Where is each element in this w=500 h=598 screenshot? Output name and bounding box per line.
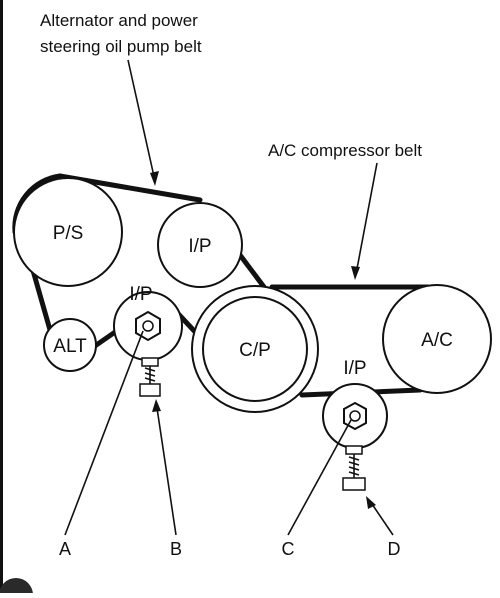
label-d: D bbox=[388, 539, 401, 559]
ip-lower-pulley-label: I/P bbox=[343, 358, 366, 379]
alt-pulley-label: ALT bbox=[53, 336, 87, 357]
ac-pulley-label: A/C bbox=[421, 330, 453, 351]
ac-belt-callout: A/C compressor belt bbox=[268, 141, 422, 160]
alt-belt-leader-arrow bbox=[127, 59, 159, 186]
leader-d bbox=[366, 496, 394, 536]
left-border bbox=[0, 0, 3, 593]
corner-mark bbox=[0, 578, 33, 598]
label-b: B bbox=[170, 539, 182, 559]
cp-pulley-label: C/P bbox=[239, 340, 271, 361]
cp-pulley: C/P bbox=[191, 285, 319, 413]
ps-pulley: P/S bbox=[13, 177, 123, 287]
ac-pulley: A/C bbox=[382, 284, 492, 394]
leader-c bbox=[287, 419, 352, 536]
ac-belt-leader-arrow bbox=[351, 162, 378, 280]
adjusting-bolt-d bbox=[342, 445, 366, 491]
alt-pulley: ALT bbox=[43, 318, 97, 372]
adjusting-bolt-b bbox=[139, 357, 161, 397]
ip-upper-pulley: I/P bbox=[157, 202, 243, 288]
leader-b bbox=[152, 399, 177, 536]
alt-belt-callout-line2: steering oil pump belt bbox=[40, 37, 202, 56]
ip-left-pulley-label: I/P bbox=[129, 284, 152, 305]
alt-belt-callout-line1: Alternator and power bbox=[40, 11, 198, 30]
label-c: C bbox=[282, 539, 295, 559]
ip-upper-pulley-label: I/P bbox=[188, 236, 211, 257]
ip-lower-pulley: I/P bbox=[322, 358, 388, 449]
leader-a bbox=[64, 330, 144, 536]
ps-pulley-label: P/S bbox=[53, 223, 84, 244]
ip-left-pulley: I/P bbox=[113, 284, 183, 361]
label-a: A bbox=[59, 539, 71, 559]
